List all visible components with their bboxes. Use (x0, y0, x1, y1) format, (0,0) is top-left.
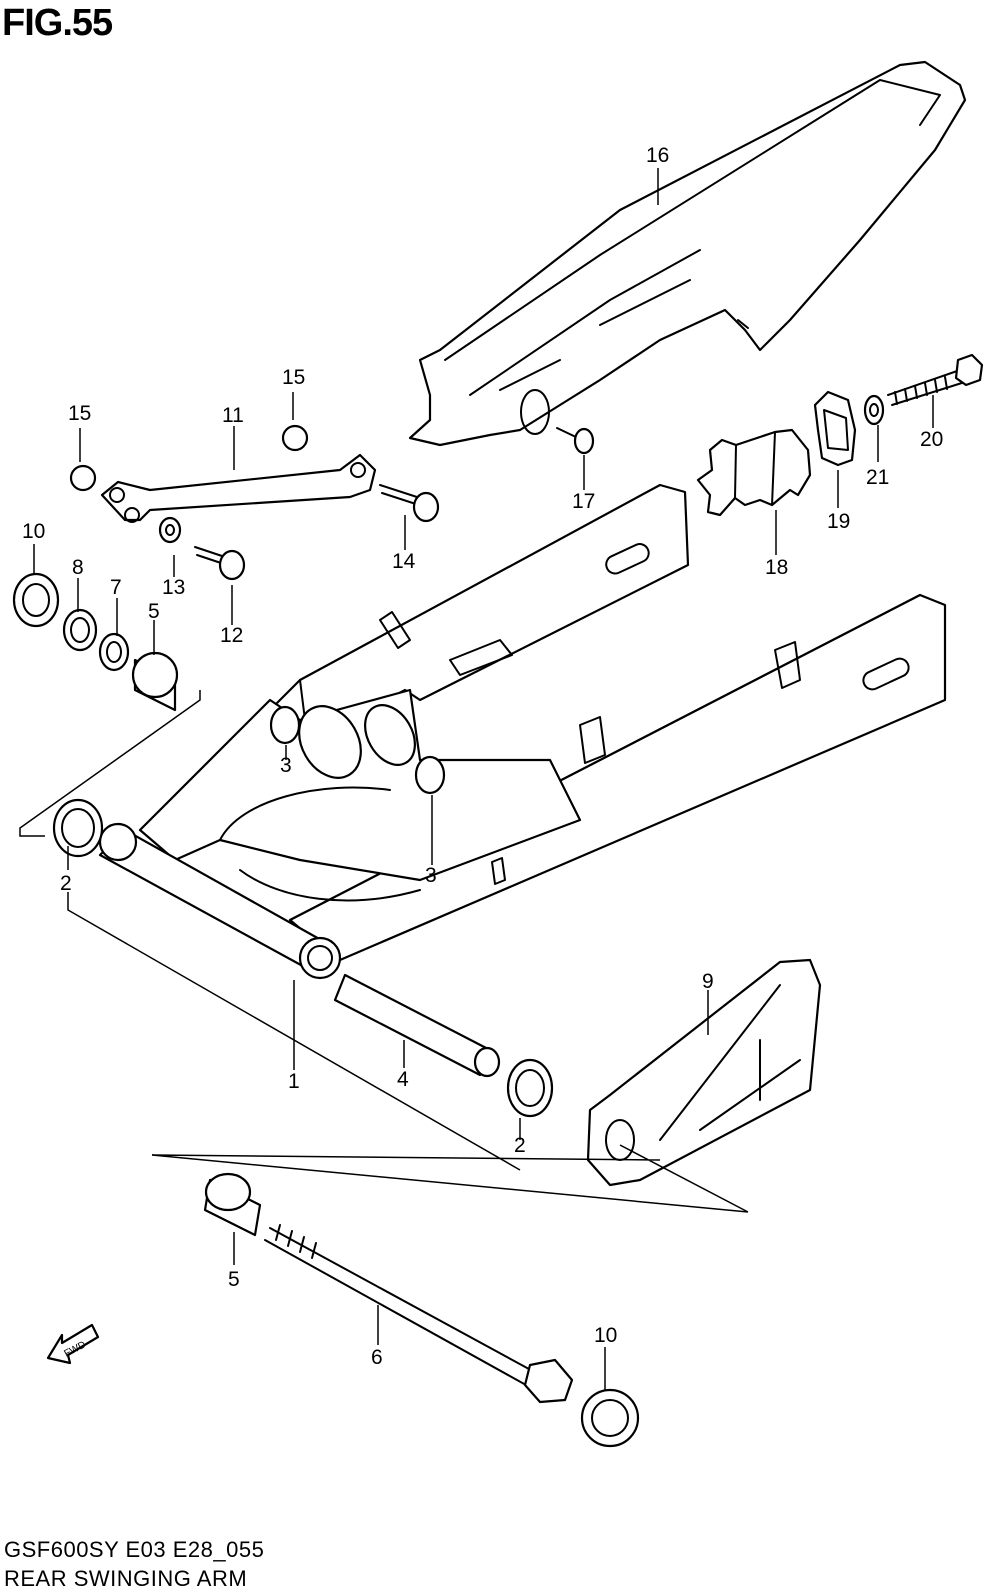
part-15-nut-right (281, 424, 309, 452)
fwd-arrow-icon: FWD (46, 1323, 100, 1365)
callout-18: 18 (765, 556, 788, 579)
part-20-bolt (887, 353, 984, 406)
callout-labels: 16 15 15 11 17 14 13 12 18 19 21 20 10 8… (22, 144, 943, 1369)
part-13-washer (158, 516, 182, 544)
part-2-bearing-upper (52, 798, 104, 858)
callout-3-b: 3 (425, 864, 437, 887)
callout-2-lower: 2 (514, 1134, 526, 1157)
callout-1: 1 (288, 1070, 300, 1093)
part-6-pivot-shaft (264, 1224, 574, 1404)
callout-17: 17 (572, 490, 595, 513)
part-10-cap-left (12, 572, 60, 628)
figure-title: FIG.55 (2, 2, 113, 44)
callout-11: 11 (222, 404, 244, 427)
part-1-swing-arm (98, 483, 947, 980)
callout-21: 21 (866, 466, 889, 489)
callout-14: 14 (392, 550, 416, 573)
part-15-nut-left (69, 464, 97, 492)
callout-10-upper: 10 (22, 520, 45, 543)
part-3-bearing-a (269, 705, 301, 745)
callout-5-lower: 5 (228, 1268, 240, 1291)
diagram-code: GSF600SY E03 E28_055 (4, 1537, 265, 1562)
callout-20: 20 (920, 428, 943, 451)
part-10-cap-lower (580, 1388, 640, 1448)
callout-16: 16 (646, 144, 669, 167)
part-19-damper (813, 390, 857, 467)
part-4-spacer (333, 973, 501, 1078)
part-18-bracket (696, 428, 812, 517)
leader-lines (19, 168, 934, 1390)
part-14-bolt (379, 484, 440, 523)
part-2-bearing-lower (506, 1058, 554, 1118)
callout-3-a: 3 (280, 754, 292, 777)
callout-10-lower: 10 (594, 1324, 617, 1347)
callout-4: 4 (397, 1068, 409, 1091)
part-9-chain-guide (586, 958, 822, 1187)
callout-2-upper: 2 (60, 872, 72, 895)
part-5-collar-upper (131, 651, 179, 712)
part-16-chain-case (408, 60, 967, 447)
callout-13: 13 (162, 576, 185, 599)
callout-19: 19 (827, 510, 850, 533)
callout-8: 8 (72, 556, 84, 579)
callout-12: 12 (220, 624, 243, 647)
callout-15-right: 15 (282, 366, 305, 389)
part-21-washer (863, 394, 885, 426)
callout-7: 7 (110, 576, 122, 599)
diagram-name: REAR SWINGING ARM (4, 1566, 248, 1591)
callout-15-left: 15 (68, 402, 91, 425)
part-7-washer (98, 632, 130, 672)
part-17-screw (556, 427, 595, 455)
callout-6: 6 (371, 1346, 383, 1369)
part-11-torque-link (100, 453, 377, 523)
part-3-bearing-b (414, 755, 446, 795)
part-5-collar-lower (203, 1172, 262, 1237)
callout-9: 9 (702, 970, 714, 993)
part-12-bolt (194, 546, 246, 581)
part-8-bearing (62, 608, 98, 652)
callout-5-upper: 5 (148, 600, 160, 623)
